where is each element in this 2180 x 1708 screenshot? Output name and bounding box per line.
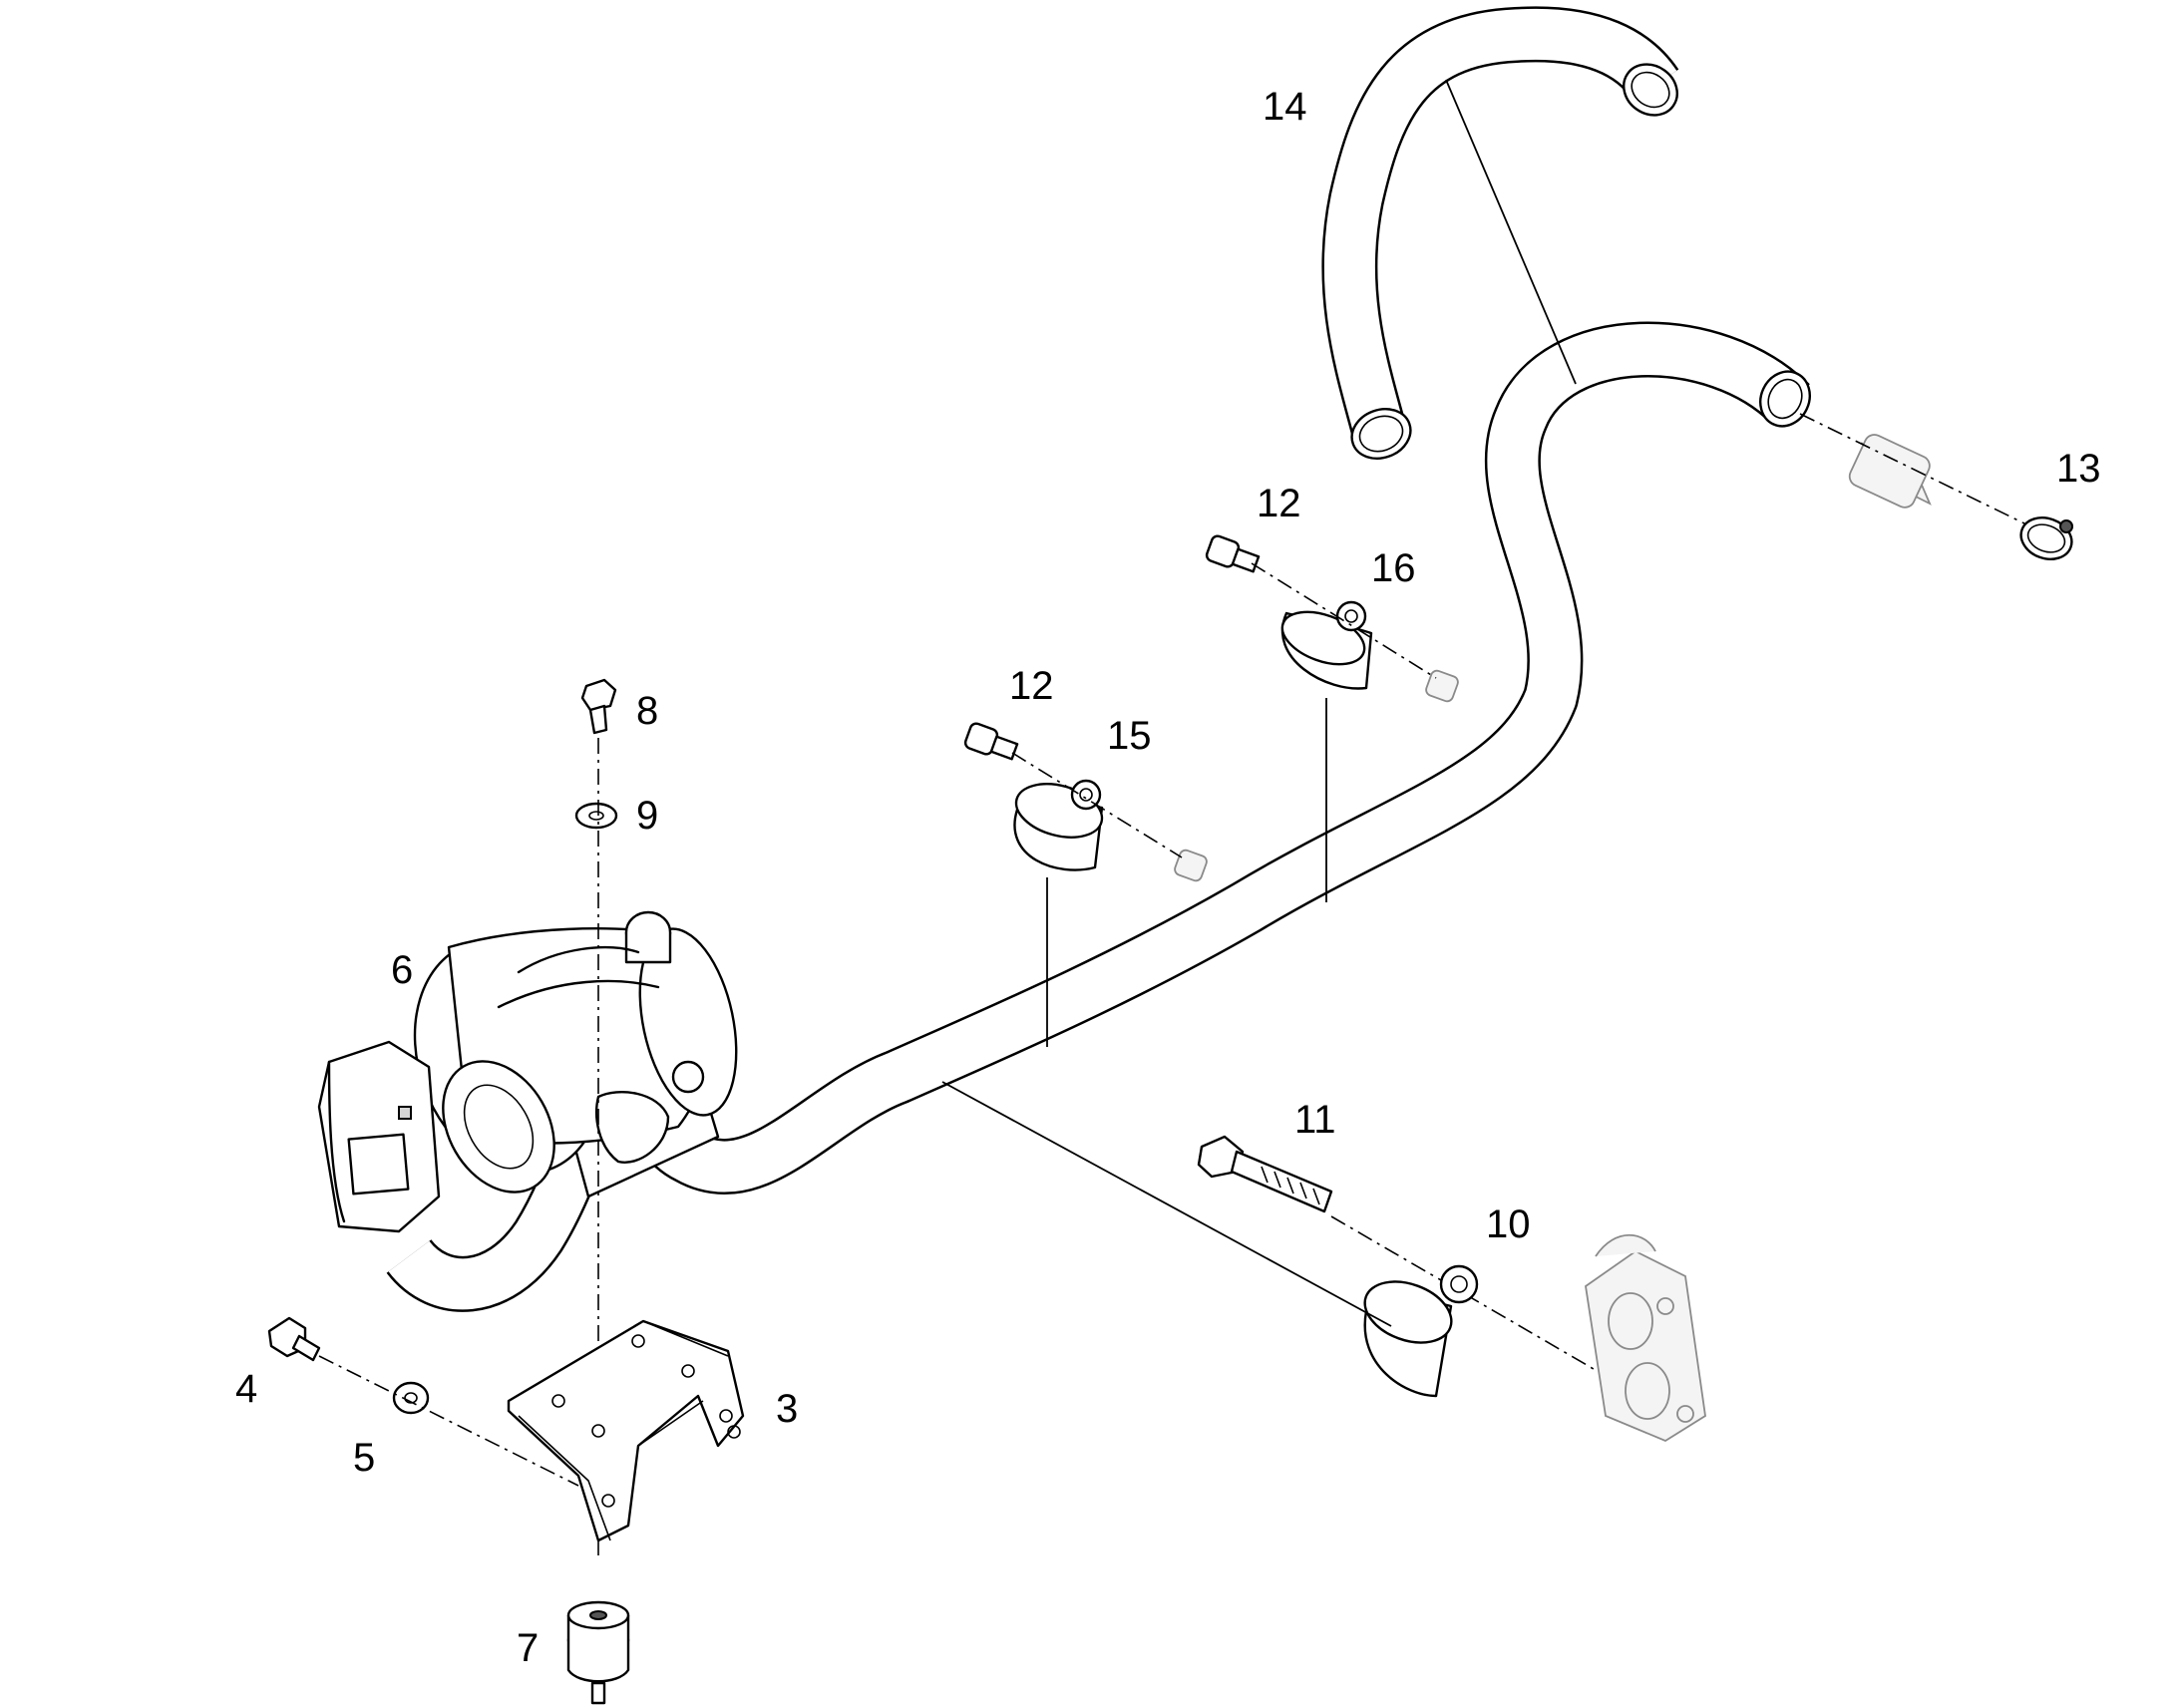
callout-7: 7 <box>517 1626 540 1670</box>
leader-14 <box>1445 79 1577 385</box>
part-5-washer <box>392 1381 430 1415</box>
part-11-bolt <box>1197 1135 1333 1213</box>
callout-16: 16 <box>1371 546 1416 590</box>
part-10-pipe-clip <box>1363 1264 1479 1398</box>
part-15-pipe-clip <box>1013 779 1104 871</box>
callout-14: 14 <box>1263 85 1307 129</box>
callout-6: 6 <box>391 948 414 992</box>
callout-15: 15 <box>1107 714 1152 758</box>
part-3-mounting-bracket <box>507 1319 745 1542</box>
callout-8: 8 <box>636 689 659 733</box>
axis-16 <box>1251 562 1437 679</box>
leader-main-hose <box>941 1081 1392 1327</box>
part-4-screw <box>267 1316 321 1362</box>
vehicle-mount-bracket <box>1585 1233 1706 1443</box>
part-6-heater-unit <box>317 910 738 1233</box>
callout-4: 4 <box>235 1367 258 1411</box>
axis-13 <box>1799 413 2025 524</box>
part-16-pipe-clip <box>1280 600 1373 690</box>
part-8-bolt <box>580 678 617 735</box>
callout-12-lower: 12 <box>1009 664 1054 708</box>
axis-15 <box>1011 752 1183 858</box>
part-15-spacer <box>1174 849 1208 882</box>
callout-9: 9 <box>636 794 659 838</box>
part-13-hose-clamp <box>1848 434 2073 560</box>
callout-10: 10 <box>1486 1202 1531 1246</box>
part-16-spacer <box>1425 669 1459 703</box>
callout-5: 5 <box>353 1436 376 1480</box>
part-9-washer <box>574 802 618 830</box>
part-12-screw-upper <box>1205 534 1261 573</box>
callout-11: 11 <box>1294 1098 1336 1142</box>
part-7-rubber-mount <box>566 1600 630 1705</box>
callout-3: 3 <box>776 1387 799 1431</box>
callout-12-upper: 12 <box>1257 482 1301 525</box>
part-12-screw-lower <box>963 722 1019 761</box>
hose-14-upper <box>1321 6 1679 460</box>
callout-13: 13 <box>2056 447 2101 491</box>
